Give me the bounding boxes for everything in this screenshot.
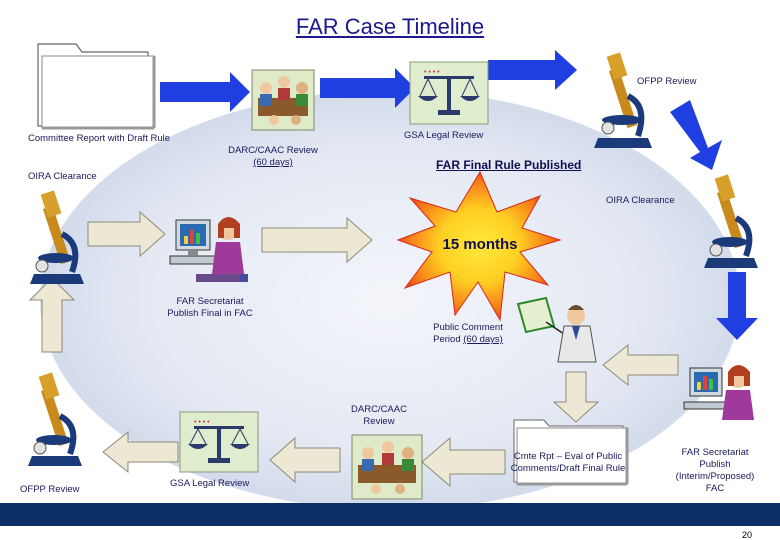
blue-arrow-5: [716, 272, 758, 340]
footer-bar: [0, 503, 780, 526]
tan-arrow-down: [552, 371, 600, 423]
microscope-icon: [30, 190, 84, 284]
meeting-icon: [251, 69, 315, 131]
blue-arrow-2: [320, 68, 415, 108]
tan-arrow-left-1: [602, 343, 679, 387]
blue-arrow-3: [488, 50, 577, 90]
label-public-comment: Public Comment Period (60 days): [433, 322, 503, 345]
blue-arrow-1: [160, 72, 250, 112]
microscope-icon: [28, 372, 82, 466]
presenter-icon: [516, 296, 597, 363]
label-oira-clearance-left: OIRA Clearance: [28, 171, 97, 182]
microscope-icon: [594, 52, 652, 148]
tan-arrow-left-3: [269, 436, 341, 484]
label-far-final-rule-published: FAR Final Rule Published: [436, 158, 582, 172]
fifteen-months-burst: [396, 170, 562, 322]
scales-icon: • • • •: [409, 61, 489, 125]
svg-text:• • • •: • • • •: [194, 419, 210, 426]
scales-icon: • • • •: [179, 411, 259, 473]
meeting-icon: [351, 434, 423, 500]
label-ofpp-review-bottom: OFPP Review: [20, 484, 80, 495]
label-far-secretariat-interim: FAR Secretariat Publish (Interim/Propose…: [675, 447, 755, 494]
microscope-icon: [704, 174, 758, 268]
label-oira-clearance-right: OIRA Clearance: [606, 195, 675, 206]
label-gsa-legal-bottom: GSA Legal Review: [170, 478, 250, 489]
computer-user-icon: [683, 365, 754, 420]
blue-arrow-4: [670, 100, 722, 170]
label-fifteen-months: 15 months: [442, 236, 518, 253]
label-darc-review-bottom: DARC/CAAC Review: [351, 404, 407, 427]
computer-user-icon: [169, 217, 248, 282]
page-title: FAR Case Timeline: [295, 14, 485, 39]
tan-arrow-2: [261, 216, 373, 264]
label-darc-review-top: DARC/CAAC Review (60 days): [228, 145, 318, 168]
tan-arrow-left-2: [421, 436, 506, 488]
page-number: 20: [741, 530, 752, 540]
label-ofpp-review-top: OFPP Review: [637, 76, 697, 87]
svg-text:• • • •: • • • •: [424, 69, 440, 76]
label-far-secretariat-final: FAR Secretariat Publish Final in FAC: [167, 296, 253, 319]
folder-icon: [513, 419, 629, 486]
folder-icon: [37, 43, 156, 130]
tan-arrow-1: [87, 210, 166, 258]
tan-arrow-up: [28, 277, 76, 353]
label-gsa-legal-top: GSA Legal Review: [404, 130, 484, 141]
label-committee-report: Committee Report with Draft Rule: [28, 133, 171, 144]
tan-arrow-left-4: [102, 430, 179, 474]
label-cmte-rpt: Cmte Rpt – Eval of Public Comments/Draft…: [510, 451, 626, 474]
